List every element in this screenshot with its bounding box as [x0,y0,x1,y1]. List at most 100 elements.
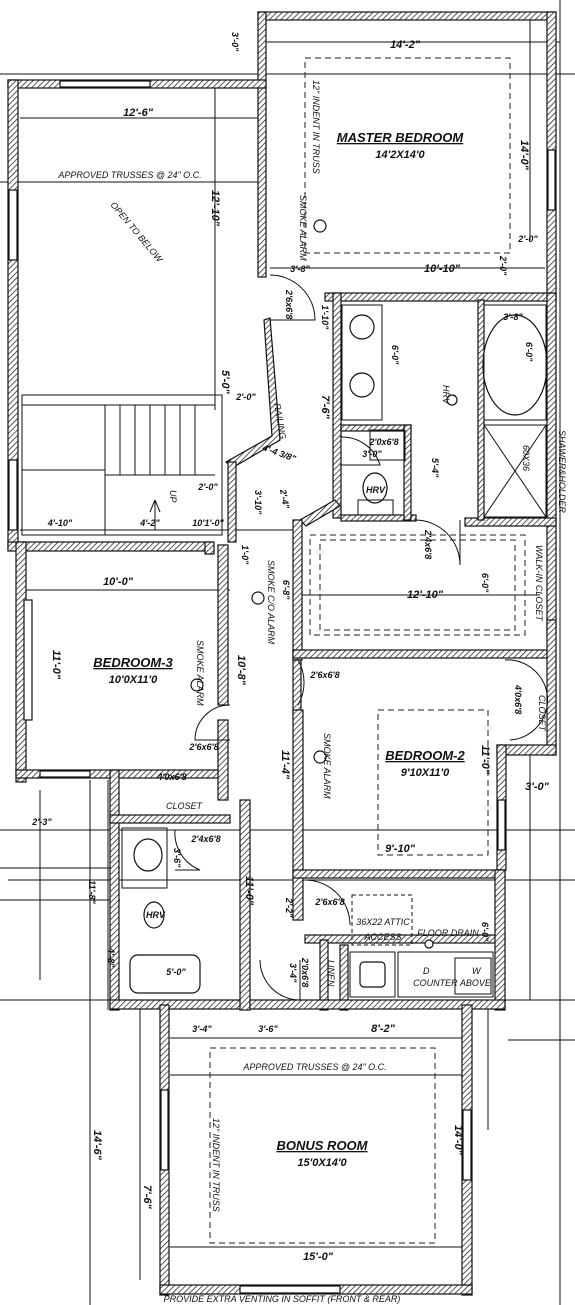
dimension-label: 14'-0" [518,140,530,171]
stair-up-note: UP [168,490,178,503]
ceiling-indents [209,57,526,1244]
dimension-label: 5'-0" [166,967,186,977]
dimension-label: 4'0x6'8 [156,772,186,782]
dimension-label: 6'-8" [281,580,291,600]
dimension-label: 2'-3" [31,817,52,827]
linen-label: LINEN [326,960,336,987]
dimension-label: 2'0x6'8 [368,437,398,447]
dimension-label: 2'0x6'8 [300,957,310,987]
dimension-label: 7'-6" [319,395,331,420]
dimension-label: 9'-10" [385,843,416,855]
dimension-label: 10'1'-0" [192,518,224,528]
dimension-label: 10'-0" [103,576,134,588]
dimension-label: 10'-8" [235,655,247,686]
dimension-label: 11'-4" [279,750,291,780]
dimension-label: 14'-6" [91,1130,103,1161]
dimension-label: 14'-0" [452,1125,464,1156]
dimension-label: 3'-0" [525,781,550,793]
dimension-label: 3'-8" [503,312,523,322]
dimension-label: 2'6x6'8 [314,897,344,907]
bedroom-2-name: BEDROOM-2 [385,748,465,763]
dimension-label: 5'-0" [219,370,231,395]
dimension-label: 3'-6" [172,848,182,868]
dimension-label: 2'-2" [284,897,294,918]
tub-size-note: 60X36 [521,445,531,471]
dimension-label: 2'4x6'8 [190,834,220,844]
hrv-note-2: HRV [366,485,386,495]
smoke-co-alarm-note: SMOKE C/O ALARM [266,560,276,645]
master-bedroom-size: 14'2X14'0 [375,149,425,161]
dimension-label: 6'-0" [480,573,490,593]
dimension-label: 6'-0" [480,922,490,942]
dimension-label: 12'-6" [123,107,154,119]
dimension-label: 1'-10" [320,305,330,330]
bedroom-3-name: BEDROOM-3 [93,655,173,670]
smoke-alarm-icons [190,219,458,764]
staircase [21,394,223,536]
dimension-label: 3'-0" [362,449,382,459]
dimension-label: 12'-10" [209,190,221,227]
bonus-room-size: 15'0X14'0 [297,1157,347,1169]
smoke-alarm-note-master: SMOKE ALARM [298,195,308,261]
open-to-below-note: OPEN TO BELOW [108,200,165,265]
floor-drain-note: FLOOR DRAIN [417,928,479,938]
dimension-label: 2'-0" [498,255,508,276]
trusses-note-bonus: APPROVED TRUSSES @ 24" O.C. [242,1062,386,1072]
dimension-label: 2'6x6'8 [188,742,218,752]
dimension-label: 3'-6" [258,1024,278,1034]
dimension-label: 4'-2" [139,518,160,528]
dimension-label: 2'-0" [517,234,538,244]
door-swings [174,274,548,1001]
dimension-label: 11'-0" [50,650,62,680]
hrv-note-3: HRV [146,910,166,920]
dimension-label: 11'-8" [87,880,97,904]
dimension-label: 2'4x6'8 [423,529,433,559]
dimension-label: 4'-4 3/8" [260,442,297,464]
dimension-label: 8'-2" [371,1023,396,1035]
bedroom-2-size: 9'10X11'0 [401,767,450,779]
closet-label-1: CLOSET [166,801,204,811]
dimension-label: 4'-10" [47,518,73,528]
dimension-label: 3'-10" [253,490,263,515]
dimension-label: 3'-4" [192,1024,212,1034]
dimension-label: 2'-4" [278,488,292,511]
counter-above-note: COUNTER ABOVE [413,978,492,988]
indent-note-bonus: 12" INDENT IN TRUSS [211,1118,221,1212]
dimension-label: 2'6x6'8 [284,289,294,319]
dimension-label: 6'-0" [524,342,534,362]
dimension-label: 2'-0" [197,482,218,492]
dryer-label: D [423,966,430,976]
hrv-note-1: HRV [441,385,451,405]
dimension-label: 11'-0" [243,876,255,906]
bonus-room-name: BONUS ROOM [277,1138,369,1153]
dimension-label: 12'-10" [407,589,444,601]
dimension-label: 2'6x6'8 [309,670,339,680]
dimension-labels: 14'-2" 3'-0" 12'-6" 12'-10" 14'-0" 2'-0"… [31,32,549,1263]
trusses-note-top: APPROVED TRUSSES @ 24" O.C. [57,170,201,180]
dimension-label: 2'-0" [235,392,256,402]
attic-note: 36X22 ATTIC [356,917,410,927]
smoke-alarm-note-bedroom3: SMOKE ALARM [195,640,205,706]
dimension-label: 6'-0" [390,345,400,365]
dimension-label: 3'-0" [230,32,240,52]
dimension-label: 3'-4" [288,963,298,983]
closet-label-2: CLOSET [537,695,547,733]
dimension-label: 10'-10" [424,263,461,275]
master-bedroom-name: MASTER BEDROOM [337,130,465,145]
indent-note-master: 12" INDENT IN TRUSS [311,80,321,174]
dimension-label: 11'-0" [479,745,491,775]
dimension-label: 1'-0" [240,545,250,565]
dimension-label: 7'-6" [141,1185,153,1210]
dimension-label: 4'-8" [106,947,116,968]
dimension-label: 4'0x6'8 [513,684,523,714]
footer-note: PROVIDE EXTRA VENTING IN SOFFIT (FRONT &… [164,1294,401,1304]
dimension-label: 5'-4" [430,458,440,478]
dimension-label: 15'-0" [303,1251,334,1263]
dimension-label: 14'-2" [390,39,421,51]
dimension-label: 3'-8" [290,264,310,274]
shower-holder-note: SHAWER&HOLDER [557,430,567,513]
walk-in-closet-label: WALK-IN CLOSET [534,545,544,622]
access-note: ACCESS [363,932,401,942]
fixtures [121,304,548,998]
